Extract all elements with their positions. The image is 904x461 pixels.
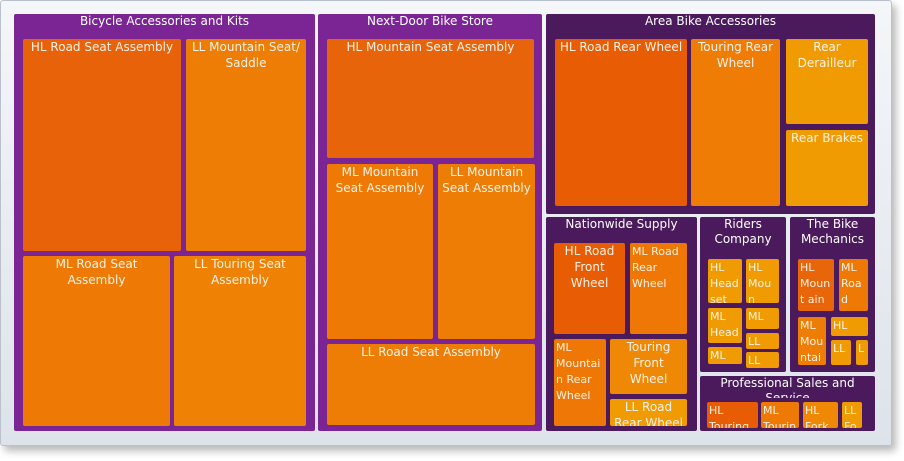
treemap-tile-label: Rear Derailleur — [797, 40, 857, 70]
treemap-tile[interactable]: HL Head set — [708, 259, 742, 303]
treemap-tile[interactable]: HL Fork — [803, 402, 838, 428]
treemap-tile[interactable]: Touring Rear Wheel — [691, 39, 780, 206]
treemap-tile[interactable]: LL Road Rear Wheel — [610, 399, 687, 426]
treemap-tile-label: ML Mou ntain — [800, 319, 824, 364]
treemap-group-title: Nationwide Supply — [565, 217, 678, 231]
treemap-tile[interactable]: LL Touring Seat Assembly — [174, 256, 306, 426]
treemap-tile-label: HL Touring — [709, 404, 750, 428]
treemap-tile[interactable]: ML Tourin — [761, 402, 799, 428]
treemap-tile-label: HL Head set — [710, 261, 739, 303]
treemap-tile-label: HL Road Seat Assembly — [30, 40, 174, 54]
treemap-tile[interactable]: ML — [746, 308, 779, 329]
treemap-tile[interactable]: HL — [831, 317, 868, 336]
treemap-tile[interactable]: ML Road Fron t — [839, 259, 868, 311]
treemap-group: Riders Company HL Head set HL Moun tain ML … — [700, 217, 786, 372]
treemap-tile[interactable]: LL — [831, 340, 851, 365]
treemap-tile[interactable]: LL Mountain Seat/ Saddle — [186, 39, 306, 251]
treemap-group-title: Next-Door Bike Store — [367, 14, 493, 28]
treemap-tile-label: ML — [748, 310, 764, 323]
treemap-tile-label: LL Mountain Seat/ Saddle — [191, 40, 300, 70]
treemap-tile-label: LL Mountain Seat Assembly — [442, 165, 531, 195]
treemap-tile[interactable]: HL Touring — [707, 402, 758, 428]
treemap-tile-label: LL Touring Seat Assembly — [194, 257, 286, 287]
treemap-tile[interactable]: LL For — [842, 402, 862, 428]
treemap-tile[interactable]: LL — [746, 333, 779, 349]
treemap-group-title: The Bike Mechanics — [800, 217, 865, 246]
treemap-tile-label: Touring Front Wheel — [626, 340, 671, 386]
treemap-tile[interactable]: HL Road Seat Assembly — [23, 39, 181, 251]
treemap-tile[interactable]: ML Mou ntain — [798, 317, 826, 365]
treemap-chart: Bicycle Accessories and Kits HL Road Seat… — [0, 0, 892, 446]
treemap-tile-label: ML Road Seat Assembly — [55, 257, 138, 287]
treemap-tile-label: HL Road Rear Wheel — [559, 40, 683, 54]
treemap-tile-label: Rear Brakes — [791, 131, 863, 145]
treemap-tile-label: LL — [748, 335, 761, 348]
treemap-tile[interactable]: HL Mount ain Front — [798, 259, 834, 311]
treemap-group: Bicycle Accessories and Kits HL Road Seat… — [14, 14, 315, 431]
treemap-tile[interactable]: HL Moun tain — [746, 259, 779, 303]
treemap-group: Nationwide Supply HL Road Front Wheel ML R… — [546, 217, 697, 431]
treemap-tile-label: HL — [833, 319, 848, 332]
treemap-tile-label: LL — [748, 354, 761, 367]
treemap-tile[interactable]: ML Mountain Seat Assembly — [327, 164, 433, 339]
treemap-tile-label: HL Fork — [805, 404, 829, 428]
treemap-tile-label: ML Mountain Seat Assembly — [335, 165, 425, 195]
treemap-tile-label: HL Mount ain Front — [800, 261, 831, 311]
treemap-tile-label: LL — [833, 342, 846, 355]
treemap-tile[interactable]: Rear Brakes — [786, 130, 868, 206]
treemap-tile-label: LL Road Seat Assembly — [361, 345, 501, 359]
treemap-group-title: Riders Company — [714, 217, 772, 246]
treemap-group: Next-Door Bike Store HL Mountain Seat Ass… — [318, 14, 542, 431]
treemap-tile[interactable]: HL Road Front Wheel — [554, 243, 625, 334]
treemap-tile-label: Touring Rear Wheel — [697, 40, 773, 70]
treemap-tile-label: L — [858, 342, 865, 355]
treemap-group-title: Professional Sales and Service — [720, 376, 855, 398]
treemap-tile-label: LL Road Rear Wheel — [614, 400, 683, 426]
treemap-tile-label: ML Road Fron t — [841, 261, 865, 311]
treemap-tile[interactable]: HL Road Rear Wheel — [555, 39, 687, 206]
treemap-tile[interactable]: LL Mountain Seat Assembly — [438, 164, 535, 339]
treemap-tile-label: ML Tourin — [763, 404, 797, 428]
treemap-tile[interactable]: L — [856, 340, 868, 365]
treemap-tile[interactable]: ML Mountain Rear Wheel — [554, 339, 606, 426]
treemap-tile[interactable]: Touring Front Wheel — [610, 339, 687, 394]
treemap-tile-label: ML Mountain Rear Wheel — [556, 341, 601, 402]
treemap-tile[interactable]: Rear Derailleur — [786, 39, 868, 124]
treemap-tile-label: HL Moun tain — [748, 261, 772, 303]
treemap-tile-label: HL Road Front Wheel — [564, 244, 615, 290]
treemap-group-title: Bicycle Accessories and Kits — [79, 14, 250, 28]
treemap-group-title: Area Bike Accessories — [644, 14, 777, 28]
treemap-tile-label: ML — [710, 349, 726, 362]
treemap-group: Professional Sales and Service HL Touring… — [700, 376, 875, 431]
treemap-tile[interactable]: HL Mountain Seat Assembly — [327, 39, 534, 158]
treemap-tile-label: LL For — [844, 404, 857, 428]
treemap-tile-label: ML Road Rear Wheel — [632, 245, 679, 290]
treemap-tile-label: HL Mountain Seat Assembly — [346, 40, 515, 54]
treemap-group: The Bike Mechanics HL Mount ain Front ML R… — [790, 217, 875, 372]
treemap-tile[interactable]: LL Road Seat Assembly — [327, 344, 535, 425]
treemap-group: Area Bike Accessories HL Road Rear Wheel T… — [546, 14, 875, 214]
treemap-tile[interactable]: ML Road Seat Assembly — [23, 256, 170, 426]
treemap-tile[interactable]: LL — [746, 352, 779, 368]
treemap-tile[interactable]: ML Road Rear Wheel — [630, 243, 687, 334]
treemap-tile[interactable]: ML — [708, 347, 742, 364]
